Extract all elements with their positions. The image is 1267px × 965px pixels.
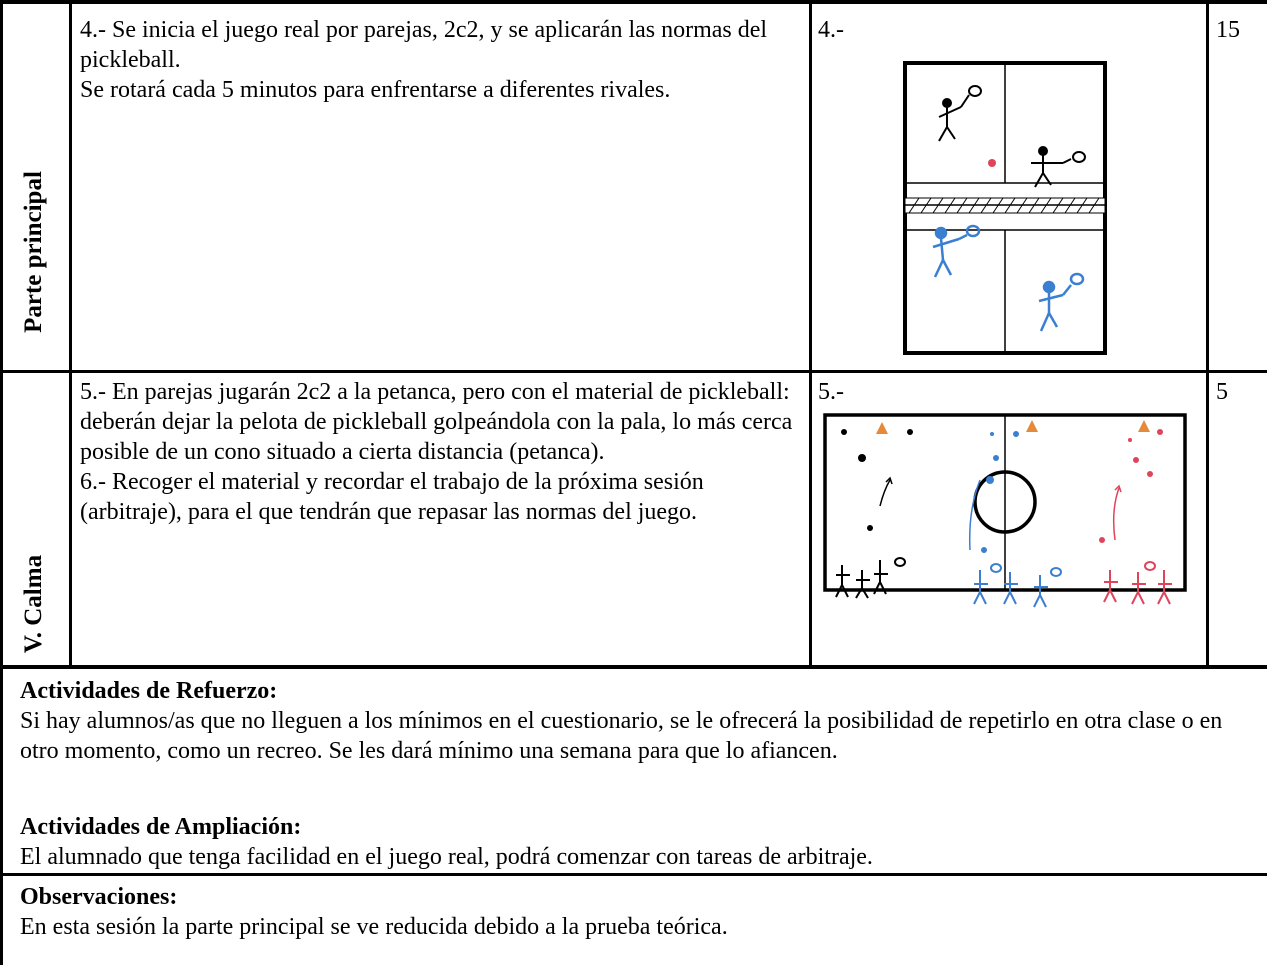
activity-paragraph: 4.- Se inicia el juego real por parejas,… [80,17,768,73]
activity-description-4: 4.- Se inicia el juego real por parejas,… [80,15,800,105]
refuerzo-text: Si hay alumnos/as que no lleguen a los m… [20,708,1223,764]
row-divider [0,370,1267,373]
activity-paragraph: 5.- En parejas jugarán 2c2 a la petanca,… [80,379,793,465]
observaciones-text: En esta sesión la parte principal se ve … [20,914,728,940]
table-top-border [0,0,1267,4]
table-left-border [0,0,3,965]
phase-col-divider [69,0,72,667]
activity-paragraph: Se rotará cada 5 minutos para enfrentars… [80,77,671,103]
pickleball-court-diagram [903,61,1107,355]
row-divider-main [0,665,1267,669]
refuerzo-heading: Actividades de Refuerzo: [20,678,278,704]
phase-label-principal: Parte principal [20,171,47,333]
observaciones-divider [0,873,1267,876]
graphic-label-5: 5.- [818,379,844,405]
ampliacion-heading: Actividades de Ampliación: [20,814,302,840]
graphic-col-divider [1206,0,1209,667]
phase-label-calma: V. Calma [20,554,47,654]
graphic-label-4: 4.- [818,17,844,43]
activity-description-5-6: 5.- En parejas jugarán 2c2 a la petanca,… [80,377,800,527]
minutes-15: 15 [1216,17,1240,43]
minutes-5: 5 [1216,379,1228,405]
observaciones-heading: Observaciones: [20,884,178,910]
description-col-divider [809,0,812,667]
petanca-field-diagram [823,413,1187,608]
ampliacion-text: El alumnado que tenga facilidad en el ju… [20,844,873,870]
activity-paragraph: 6.- Recoger el material y recordar el tr… [80,469,704,525]
